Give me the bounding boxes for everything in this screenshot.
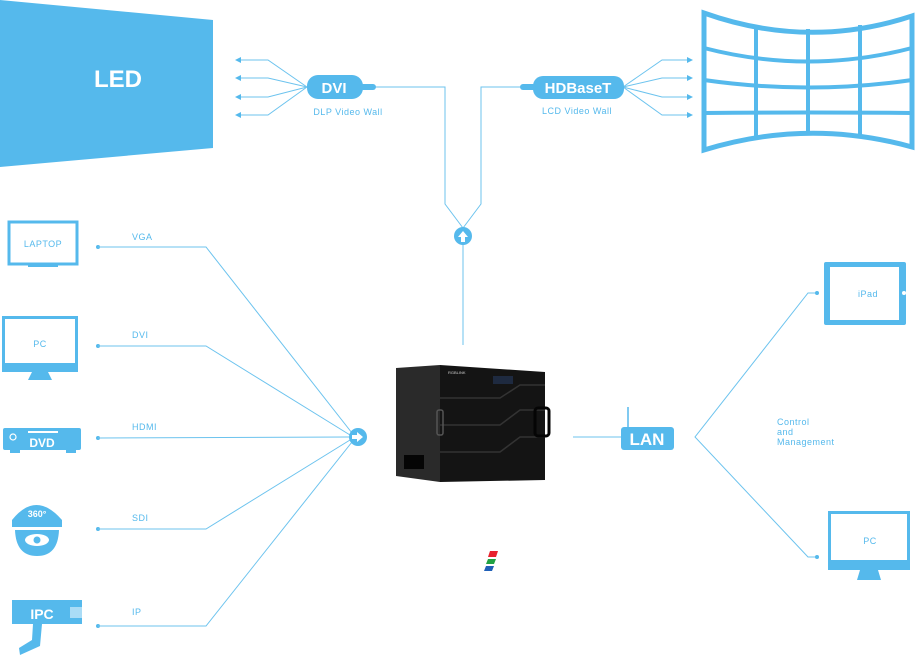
source-lines <box>96 245 353 628</box>
control-caption: Control and Management <box>777 417 835 447</box>
svg-text:Management: Management <box>777 437 835 447</box>
led-wall: LED <box>0 0 213 167</box>
dlp-fan-lines <box>235 57 308 118</box>
lcd-video-wall <box>701 9 915 154</box>
ipad-label: iPad <box>858 289 878 299</box>
lcd-fan-lines <box>622 57 693 118</box>
led-label: LED <box>94 66 142 93</box>
pc-source-label: PC <box>33 339 47 349</box>
dvi-trunk-line <box>376 86 464 229</box>
right-arrow-icon <box>349 428 367 446</box>
brand-logo <box>484 551 498 571</box>
video-processor-device: RGBLINK <box>396 365 551 482</box>
up-arrow-icon <box>454 227 472 245</box>
hdbaset-output-badge: HDBaseT <box>520 76 624 99</box>
control-pc-device: PC <box>828 511 910 580</box>
lcd-caption: LCD Video Wall <box>542 106 612 116</box>
dvi-label: DVI <box>321 80 346 97</box>
source-pc: PC <box>2 316 78 380</box>
dvd-label: DVD <box>29 436 55 450</box>
camera-360-label: 360° <box>28 509 47 519</box>
source-ipc-camera: IPC <box>12 600 82 655</box>
source-360-camera: 360° <box>12 505 62 556</box>
signal-dvi: DVI <box>132 330 149 340</box>
signal-vga: VGA <box>132 232 153 242</box>
lan-router-icon: LAN <box>621 407 674 450</box>
hdbaset-label: HDBaseT <box>545 80 612 97</box>
control-pc-label: PC <box>863 536 877 546</box>
dvi-output-badge: DVI <box>307 75 376 99</box>
control-lines <box>694 292 817 558</box>
device-brand: RGBLINK <box>448 370 466 375</box>
laptop-label: LAPTOP <box>24 239 62 249</box>
source-dvd: DVD <box>3 428 81 453</box>
ipad-device: iPad <box>824 262 906 325</box>
source-laptop: LAPTOP <box>7 220 79 267</box>
hdbaset-trunk-line <box>462 86 520 229</box>
signal-sdi: SDI <box>132 513 149 523</box>
ipc-label: IPC <box>30 606 53 622</box>
svg-text:Control: Control <box>777 417 810 427</box>
signal-ip: IP <box>132 607 142 617</box>
dlp-caption: DLP Video Wall <box>313 107 382 117</box>
svg-text:and: and <box>777 427 794 437</box>
signal-hdmi: HDMI <box>132 422 157 432</box>
lan-label: LAN <box>630 430 665 449</box>
